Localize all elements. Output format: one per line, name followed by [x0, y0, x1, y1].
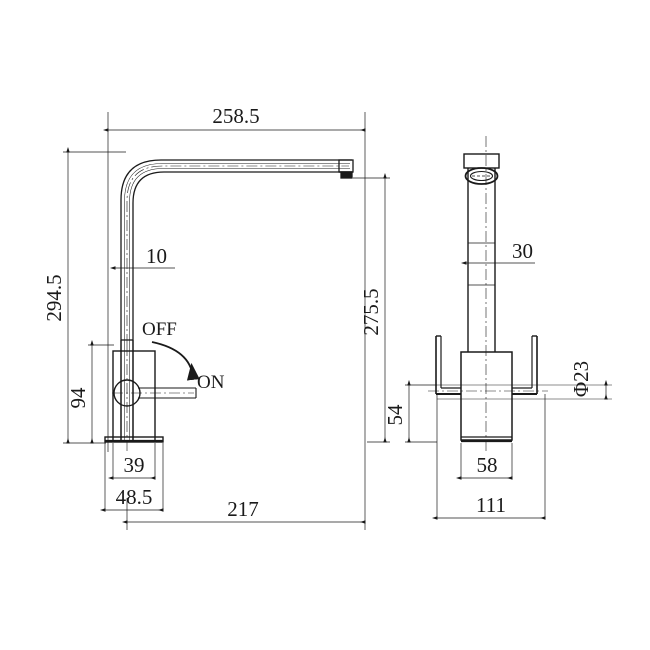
side-spout-cap	[463, 153, 500, 169]
side-aerator-outer	[464, 167, 499, 185]
dim-text-neck-width: 30	[512, 239, 533, 263]
dim-text-tube-diameter: 10	[146, 244, 167, 268]
dim-text-side-body-width: 58	[477, 453, 498, 477]
dimension-lines	[63, 112, 612, 530]
dim-text-handle-span: 111	[476, 493, 506, 517]
dim-text-handle-diameter: Φ23	[569, 361, 593, 397]
valve-off-label: OFF	[142, 319, 177, 340]
spout-bore-inner	[129, 168, 350, 441]
spout-outer-left-edge	[120, 159, 352, 441]
side-aerator-inner	[469, 170, 494, 182]
side-elevation-view	[428, 136, 548, 452]
dim-text-side-body-height: 54	[383, 404, 407, 426]
rotation-arrow	[151, 341, 200, 381]
spout-aerator	[340, 171, 353, 179]
spout-bore-outer	[124, 163, 350, 441]
dimension-text-group: 258.5 294.5 94 10 39 48.5 217 275.5 54 3…	[42, 104, 593, 521]
dim-text-base-plate-width: 48.5	[116, 485, 153, 509]
spout-centerline	[126, 165, 349, 345]
dim-text-spout-reach: 258.5	[212, 104, 259, 128]
side-body	[460, 351, 513, 441]
spout-outer-right-edge	[132, 171, 352, 441]
dim-text-body-height: 94	[66, 387, 90, 409]
dim-text-overall-height: 294.5	[42, 274, 66, 321]
faucet-body	[112, 350, 156, 442]
valve-on-label: ON	[197, 372, 225, 393]
dim-text-total-depth: 217	[227, 497, 259, 521]
dim-text-outlet-height: 275.5	[359, 288, 383, 335]
front-elevation-view	[104, 159, 354, 452]
dim-text-base-width: 39	[124, 453, 145, 477]
